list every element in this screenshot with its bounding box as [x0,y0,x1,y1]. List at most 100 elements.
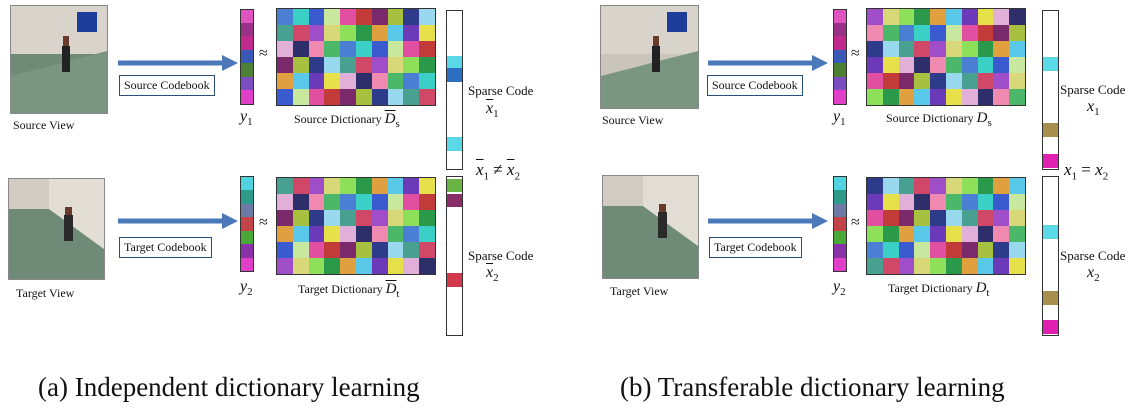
dictionary-atom [993,242,1010,258]
relation-x1-x2: x1 = x2 [1064,160,1109,183]
sparse-code-x1 [446,10,463,170]
dictionary-atom [277,194,293,210]
dictionary-atom [292,57,309,73]
dictionary-atom [961,226,978,242]
dictionary-atom [930,226,946,242]
dictionary-atom [993,41,1010,57]
target-view-label: Target View [610,284,669,298]
dictionary-atom [371,242,388,258]
dictionary-atom [914,242,931,258]
dictionary-atom [1009,89,1025,105]
dictionary-atom [292,41,309,57]
dictionary-atom [961,9,978,25]
sparse-code-x2 [1042,176,1059,336]
dictionary-atom [419,210,435,226]
dictionary-atom [930,258,946,274]
dictionary-atom [867,226,883,242]
dictionary-atom [961,73,978,89]
dictionary-atom [882,41,899,57]
dictionary-atom [356,226,372,242]
dictionary-atom [993,9,1010,25]
dictionary-atom [977,25,994,41]
dictionary-atom [292,9,309,25]
dictionary-atom [371,41,388,57]
panel-transferable: Source View Source Codebook y1 ≈ Source … [590,0,1137,416]
dictionary-atom [977,9,994,25]
dictionary-atom [914,73,931,89]
approx-symbol-2: ≈ [851,214,860,231]
dictionary-atom [340,210,356,226]
dictionary-atom [324,258,341,274]
dictionary-atom [898,25,915,41]
dictionary-atom [961,178,978,194]
dictionary-atom [387,73,404,89]
dictionary-atom [977,258,994,274]
dictionary-atom [946,25,962,41]
dictionary-atom [898,9,915,25]
dictionary-atom [356,178,372,194]
dictionary-atom [292,25,309,41]
dictionary-atom [898,242,915,258]
dictionary-atom [387,178,404,194]
relation-x1-x2: x1 ≠ x2 [476,160,520,183]
source-arrow [708,55,828,71]
sparse-code-2-label: Sparse Code [1060,248,1126,263]
sparse-code-1-label: Sparse Code [468,83,534,98]
dictionary-atom [308,242,325,258]
dictionary-atom [914,194,931,210]
dictionary-atom [898,89,915,105]
dictionary-atom [867,73,883,89]
dictionary-atom [946,258,962,274]
dictionary-atom [993,258,1010,274]
dictionary-atom [977,57,994,73]
dictionary-atom [356,41,372,57]
dictionary-atom [324,57,341,73]
dictionary-atom [419,226,435,242]
dictionary-atom [977,73,994,89]
dictionary-atom [340,89,356,105]
dictionary-atom [1009,57,1025,73]
dictionary-atom [882,73,899,89]
dictionary-atom [419,41,435,57]
target-codebook-box: Target Codebook [119,237,212,258]
dictionary-atom [277,25,293,41]
source-view-label: Source View [13,118,75,132]
dictionary-atom [867,41,883,57]
y2-vector [833,176,847,272]
dictionary-atom [308,210,325,226]
dictionary-atom [371,258,388,274]
dictionary-atom [324,73,341,89]
dictionary-atom [930,25,946,41]
dictionary-atom [1009,25,1025,41]
dictionary-atom [914,258,931,274]
sparse-code-x1 [1042,10,1059,170]
dictionary-atom [1009,242,1025,258]
dictionary-atom [882,178,899,194]
dictionary-atom [371,226,388,242]
source-codebook-box: Source Codebook [707,75,803,96]
dictionary-atom [356,210,372,226]
dictionary-atom [292,242,309,258]
target-view-image [602,175,699,279]
dictionary-atom [403,41,420,57]
dictionary-atom [419,89,435,105]
source-view-image [10,5,108,114]
dictionary-atom [292,73,309,89]
dictionary-atom [898,258,915,274]
dictionary-atom [292,210,309,226]
dictionary-atom [946,41,962,57]
y2-symbol: y2 [833,278,846,299]
dictionary-atom [419,242,435,258]
dictionary-atom [277,9,293,25]
x2-bar-symbol: x2 [486,264,499,285]
target-codebook-box: Target Codebook [709,237,802,258]
dictionary-atom [914,57,931,73]
approx-symbol: ≈ [851,45,860,62]
dictionary-atom [993,210,1010,226]
dictionary-atom [946,242,962,258]
dictionary-atom [324,226,341,242]
dictionary-atom [340,226,356,242]
dictionary-atom [419,73,435,89]
dictionary-atom [977,242,994,258]
dictionary-atom [371,89,388,105]
